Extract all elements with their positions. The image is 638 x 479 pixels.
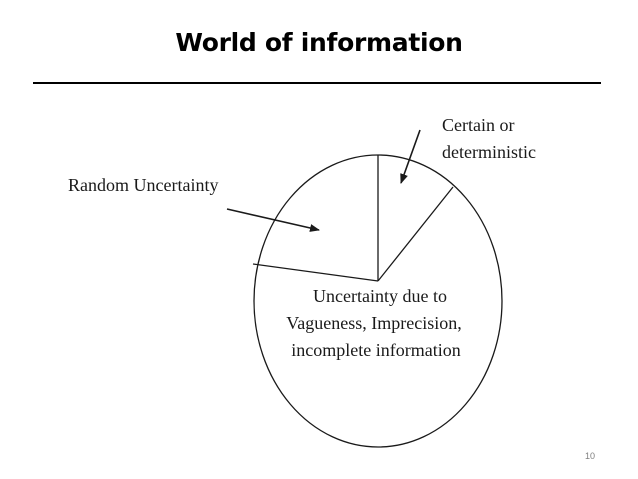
slide-title: World of information xyxy=(175,28,463,57)
arrow-random xyxy=(226,208,320,232)
page-number: 10 xyxy=(585,451,596,461)
title-divider xyxy=(33,82,601,84)
label-certain-line-2: deterministic xyxy=(442,142,536,162)
arrow-certain xyxy=(400,129,421,184)
label-vagueness-line-2: Vagueness, Imprecision, xyxy=(286,313,461,333)
slice-divider-right xyxy=(377,186,454,282)
label-certain-line-1: Certain or xyxy=(442,115,514,135)
label-vagueness-line-1: Uncertainty due to xyxy=(313,286,447,306)
label-random: Random Uncertainty xyxy=(68,175,218,195)
slice-divider-left xyxy=(252,263,379,282)
label-vagueness-line-3: incomplete information xyxy=(291,340,460,360)
